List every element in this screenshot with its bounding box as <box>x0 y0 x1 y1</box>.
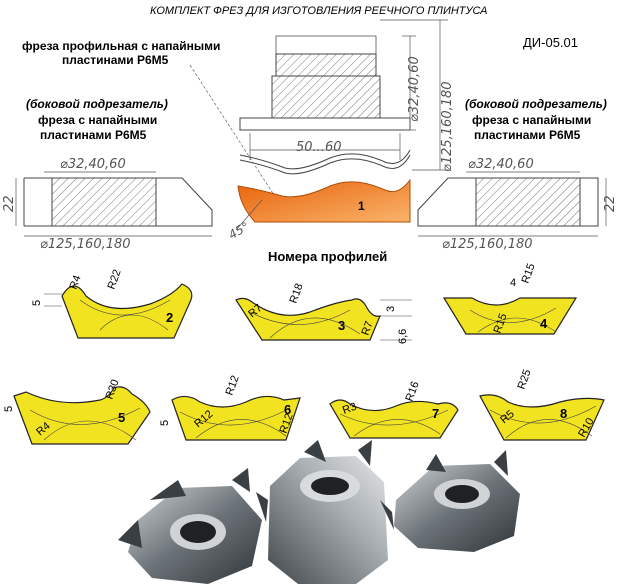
left-caption-line1: (боковой подрезатель) <box>26 97 168 111</box>
left-side-cutter <box>15 171 213 237</box>
center-bore-dim: ⌀32,40,60 <box>407 56 422 122</box>
cutter-photo-center <box>256 440 388 584</box>
profile-6-number: 6 <box>284 402 291 417</box>
profile-7-label-a: R16 <box>404 380 422 403</box>
profile-2 <box>44 283 193 339</box>
profile-2-label-b: R22 <box>106 268 124 291</box>
left-bore-dim: ⌀32,40,60 <box>60 157 126 172</box>
profile-3-label-e: 6,6 <box>397 329 409 344</box>
sheet-title: КОМПЛЕКТ ФРЕЗ ДЛЯ ИЗГОТОВЛЕНИЯ РЕЕЧНОГО … <box>150 5 488 17</box>
left-height-dim: 22 <box>2 195 17 212</box>
profile-3 <box>235 297 412 341</box>
cutter-photo-right <box>380 450 520 552</box>
profile-6-label-b: 5 <box>159 420 171 426</box>
profile-3-label-d: 3 <box>385 306 397 312</box>
right-side-cutter <box>417 171 607 237</box>
profile-1-cutter <box>237 178 411 223</box>
right-bore-dim: ⌀32,40,60 <box>468 157 534 172</box>
profile-7-number: 7 <box>432 406 439 421</box>
center-diameter-dim: ⌀125,160,180 <box>440 81 455 172</box>
center-caption-line2: пластинами Р6М5 <box>62 53 169 67</box>
profile-7 <box>329 399 459 439</box>
profile-2-label-c: 5 <box>31 300 43 306</box>
profile-4 <box>442 297 578 335</box>
profile-5-label-b: 5 <box>3 406 15 412</box>
profile-1-number: 1 <box>358 199 365 213</box>
profile-3-label-c: R7 <box>360 320 376 337</box>
profile-4-label-a: R15 <box>520 262 538 285</box>
left-caption-line3: пластинами Р6М5 <box>40 128 147 142</box>
profiles-heading: Номера профилей <box>268 249 388 264</box>
profile-2-label-a: R4 <box>68 274 84 291</box>
center-cutter-section <box>189 19 448 213</box>
profile-8-number: 8 <box>560 406 567 421</box>
cutter-photo-left <box>118 468 262 584</box>
profile-7-label-b: R3 <box>341 401 358 417</box>
profile-3-number: 3 <box>338 318 345 333</box>
profile-4-number: 4 <box>540 316 548 331</box>
profile-3-label-a: R18 <box>288 282 306 305</box>
right-diameter-dim: ⌀125,160,180 <box>442 237 533 252</box>
left-diameter-dim: ⌀125,160,180 <box>40 237 131 252</box>
document-code: ДИ-05.01 <box>523 35 579 50</box>
left-caption-line2: фреза с напайными <box>38 113 158 127</box>
right-caption-line1: (боковой подрезатель) <box>465 97 607 111</box>
profile-2-number: 2 <box>166 310 173 325</box>
right-caption-line3: пластинами Р6М5 <box>474 128 581 142</box>
profile-5 <box>13 386 151 445</box>
profile-8-label-a: R25 <box>516 368 534 391</box>
profile-4-label-b: 4 <box>510 277 516 289</box>
right-height-dim: 22 <box>603 195 618 212</box>
center-caption-line1: фреза профильная с напайными <box>22 39 221 53</box>
center-width-dim: 50...60 <box>296 140 341 155</box>
right-caption-line2: фреза с напайными <box>472 113 592 127</box>
angle-dim: 45° <box>226 219 251 242</box>
profile-8 <box>479 394 605 441</box>
profile-5-number: 5 <box>118 410 125 425</box>
profile-6 <box>171 395 301 441</box>
profile-6-label-a: R12 <box>224 374 242 397</box>
